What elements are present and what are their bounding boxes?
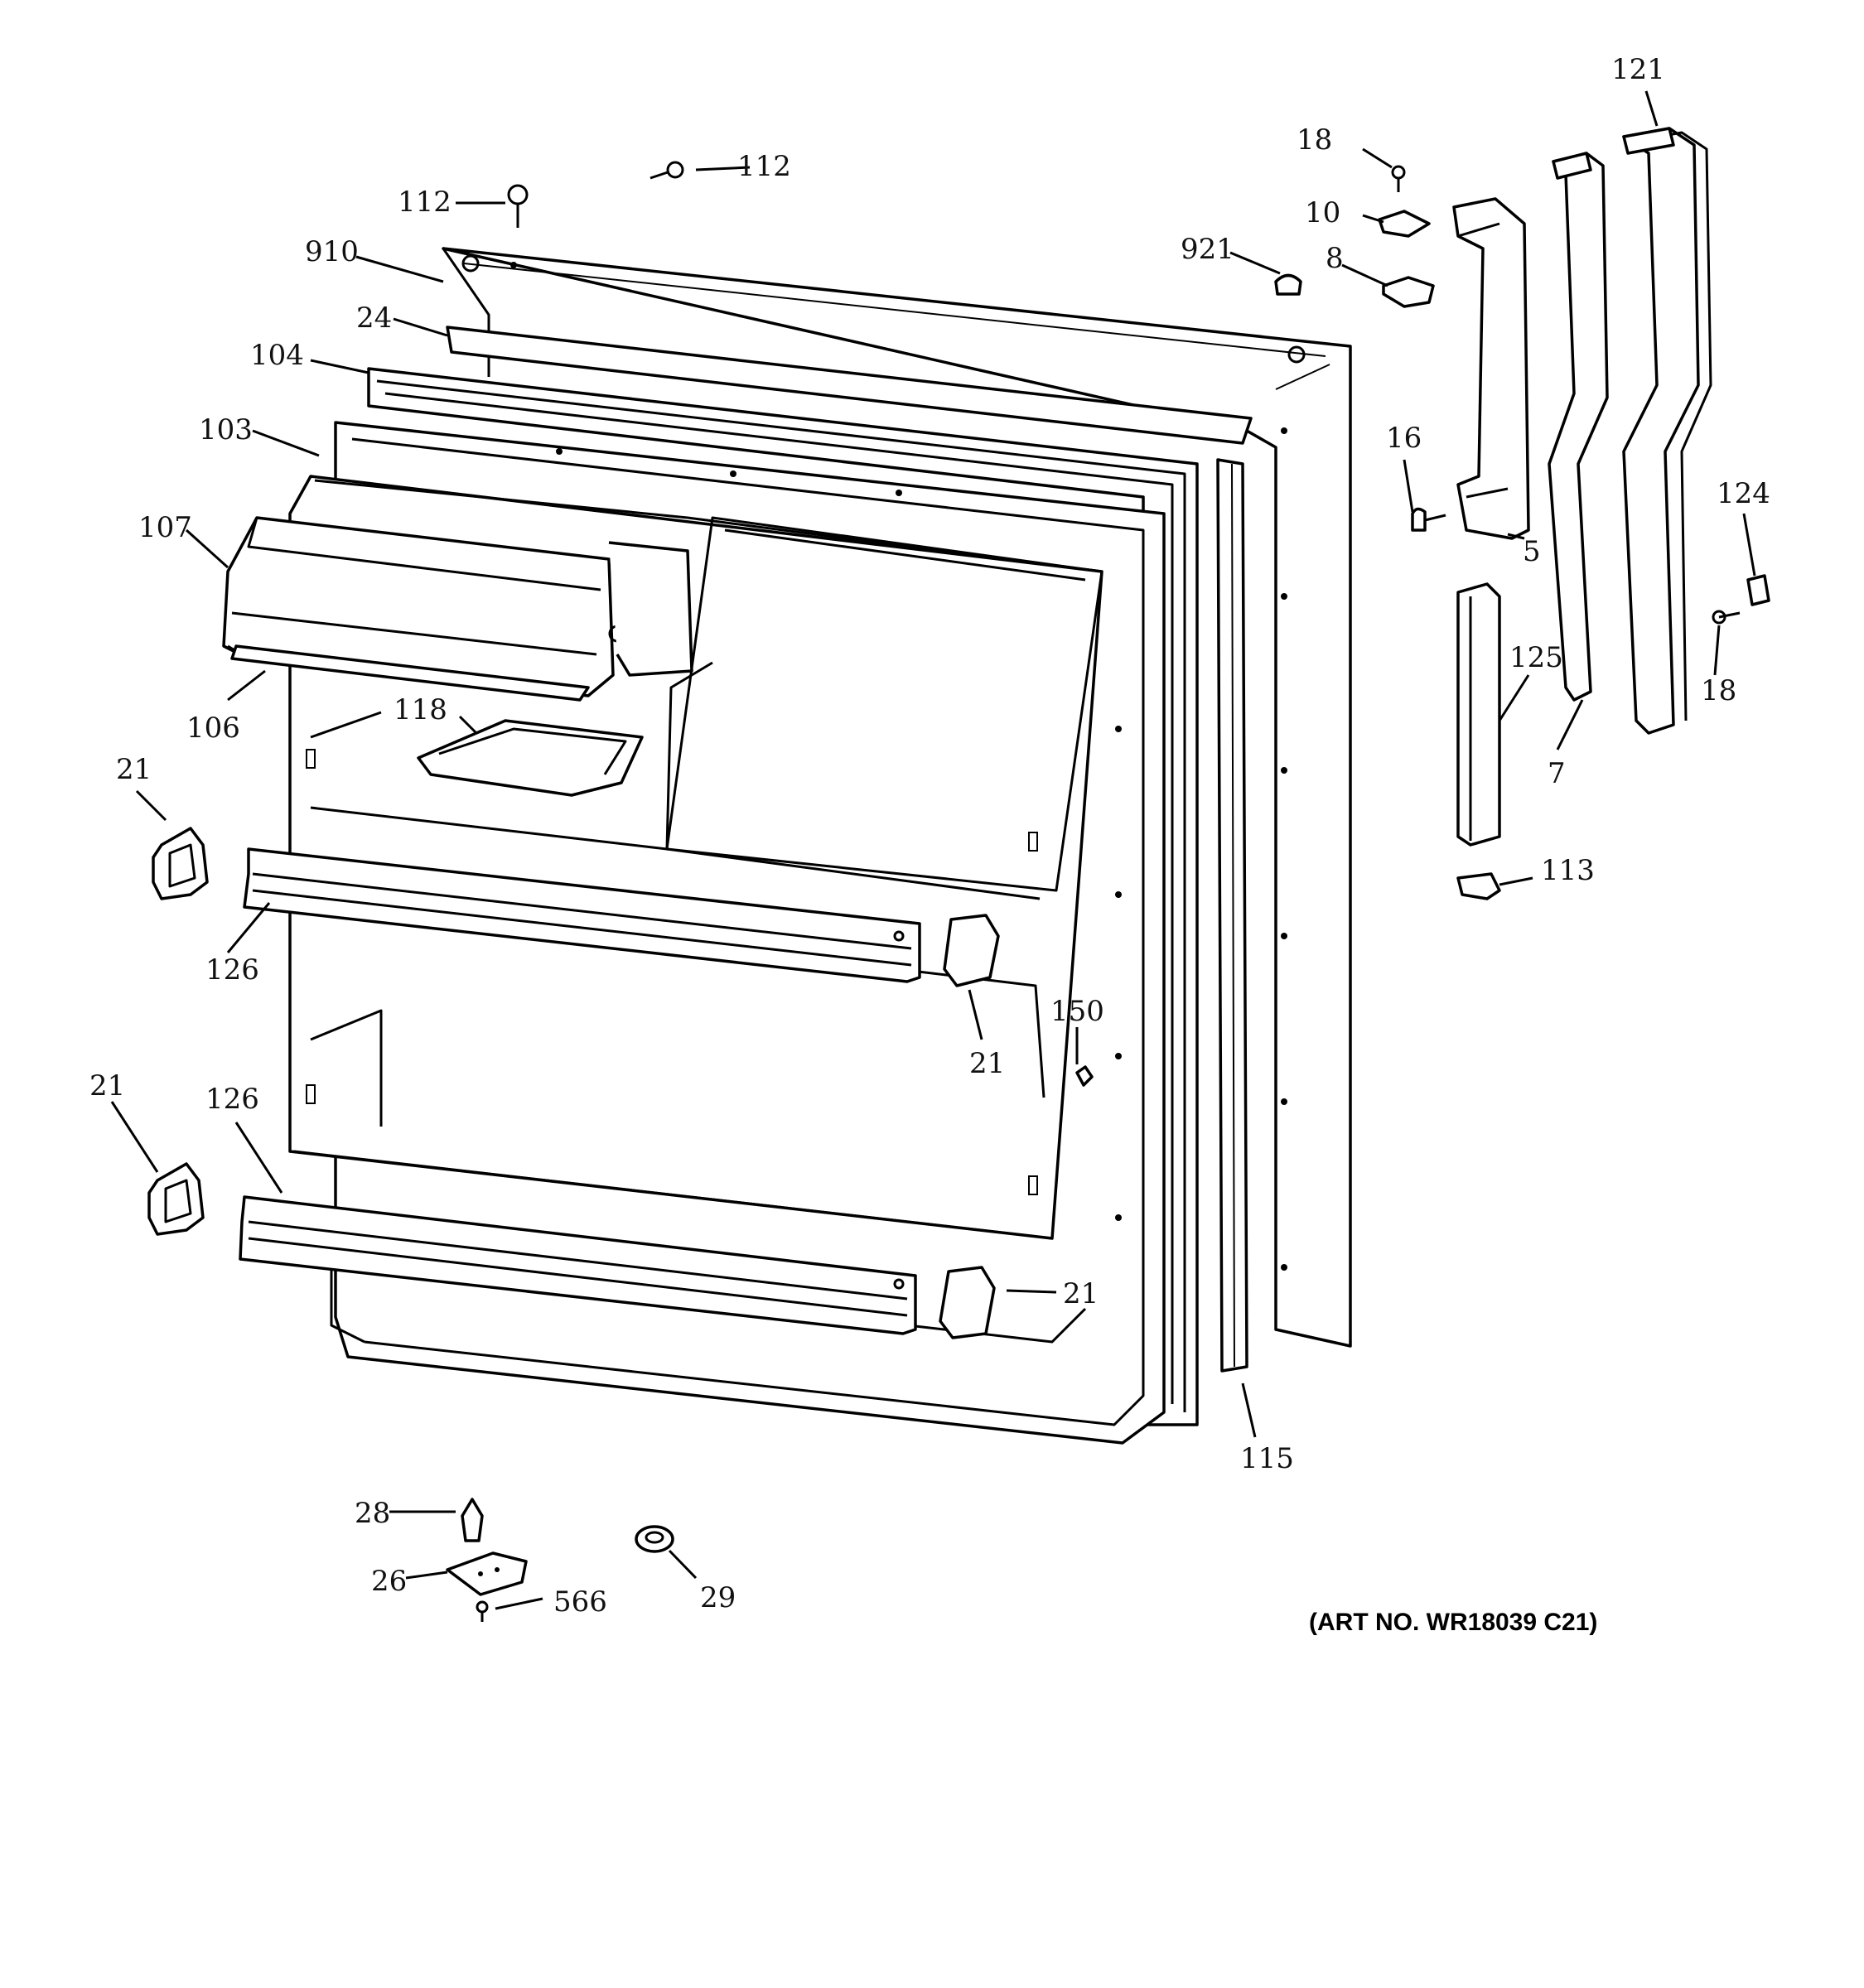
screw-566 [476, 1600, 489, 1622]
label-124: 124 [1717, 477, 1770, 510]
label-115: 115 [1240, 1442, 1294, 1475]
label-112-right: 112 [737, 150, 791, 183]
screw-112 [650, 161, 684, 180]
channel-125 [1456, 582, 1501, 847]
label-8: 8 [1326, 242, 1344, 275]
leader-lines [110, 90, 1756, 1610]
label-566: 566 [553, 1585, 607, 1619]
vertical-gasket-strip [1216, 458, 1248, 1373]
label-10: 10 [1305, 196, 1340, 229]
label-24: 24 [356, 302, 392, 335]
label-7: 7 [1548, 757, 1566, 790]
label-126-lower: 126 [205, 1083, 259, 1116]
door-shelf-bar-lower [239, 1195, 917, 1335]
label-21-upper-left: 21 [116, 753, 152, 786]
label-118: 118 [394, 693, 447, 726]
pin-28 [461, 1498, 484, 1542]
label-113: 113 [1541, 854, 1595, 887]
label-21-mid: 21 [969, 1047, 1005, 1080]
dairy-compartment-door [222, 516, 693, 702]
label-21-lower-right: 21 [1063, 1277, 1099, 1310]
screw-112 [507, 184, 529, 228]
label-16: 16 [1386, 422, 1422, 455]
hinge-bar-121 [1622, 127, 1712, 735]
label-150: 150 [1050, 995, 1104, 1028]
butter-tray [417, 719, 644, 797]
label-29: 29 [700, 1581, 736, 1614]
handle-5 [1452, 197, 1530, 540]
label-910: 910 [305, 235, 359, 268]
label-104: 104 [250, 339, 304, 372]
label-18-right: 18 [1701, 674, 1736, 707]
label-121: 121 [1611, 53, 1665, 86]
shelf-end-cap [943, 914, 1000, 987]
label-106: 106 [186, 712, 240, 745]
plate-26 [446, 1551, 528, 1596]
top-trim-strip [446, 326, 1253, 445]
part-labels: 121 18 112 112 10 921 8 910 24 104 103 1… [89, 53, 1770, 1636]
shelf-end-cap [152, 827, 209, 900]
label-103: 103 [199, 413, 253, 446]
label-5: 5 [1523, 535, 1541, 568]
hinge-bar-7 [1548, 152, 1609, 702]
label-18-top: 18 [1297, 123, 1332, 157]
shelf-end-cap [939, 1266, 996, 1339]
label-107: 107 [138, 511, 192, 544]
label-125: 125 [1509, 641, 1563, 674]
small-hinge-parts [1075, 165, 1770, 1087]
label-921: 921 [1181, 233, 1234, 266]
art-number: (ART NO. WR18039 C21) [1309, 1609, 1597, 1636]
door-shelf-bar-upper [243, 847, 921, 983]
label-126-upper: 126 [205, 953, 259, 987]
label-21-lower-left: 21 [89, 1069, 125, 1103]
grommet-29 [635, 1525, 674, 1553]
label-112-left: 112 [398, 186, 452, 219]
label-28: 28 [355, 1497, 390, 1530]
label-26: 26 [371, 1565, 407, 1598]
shelf-end-cap [147, 1162, 205, 1236]
